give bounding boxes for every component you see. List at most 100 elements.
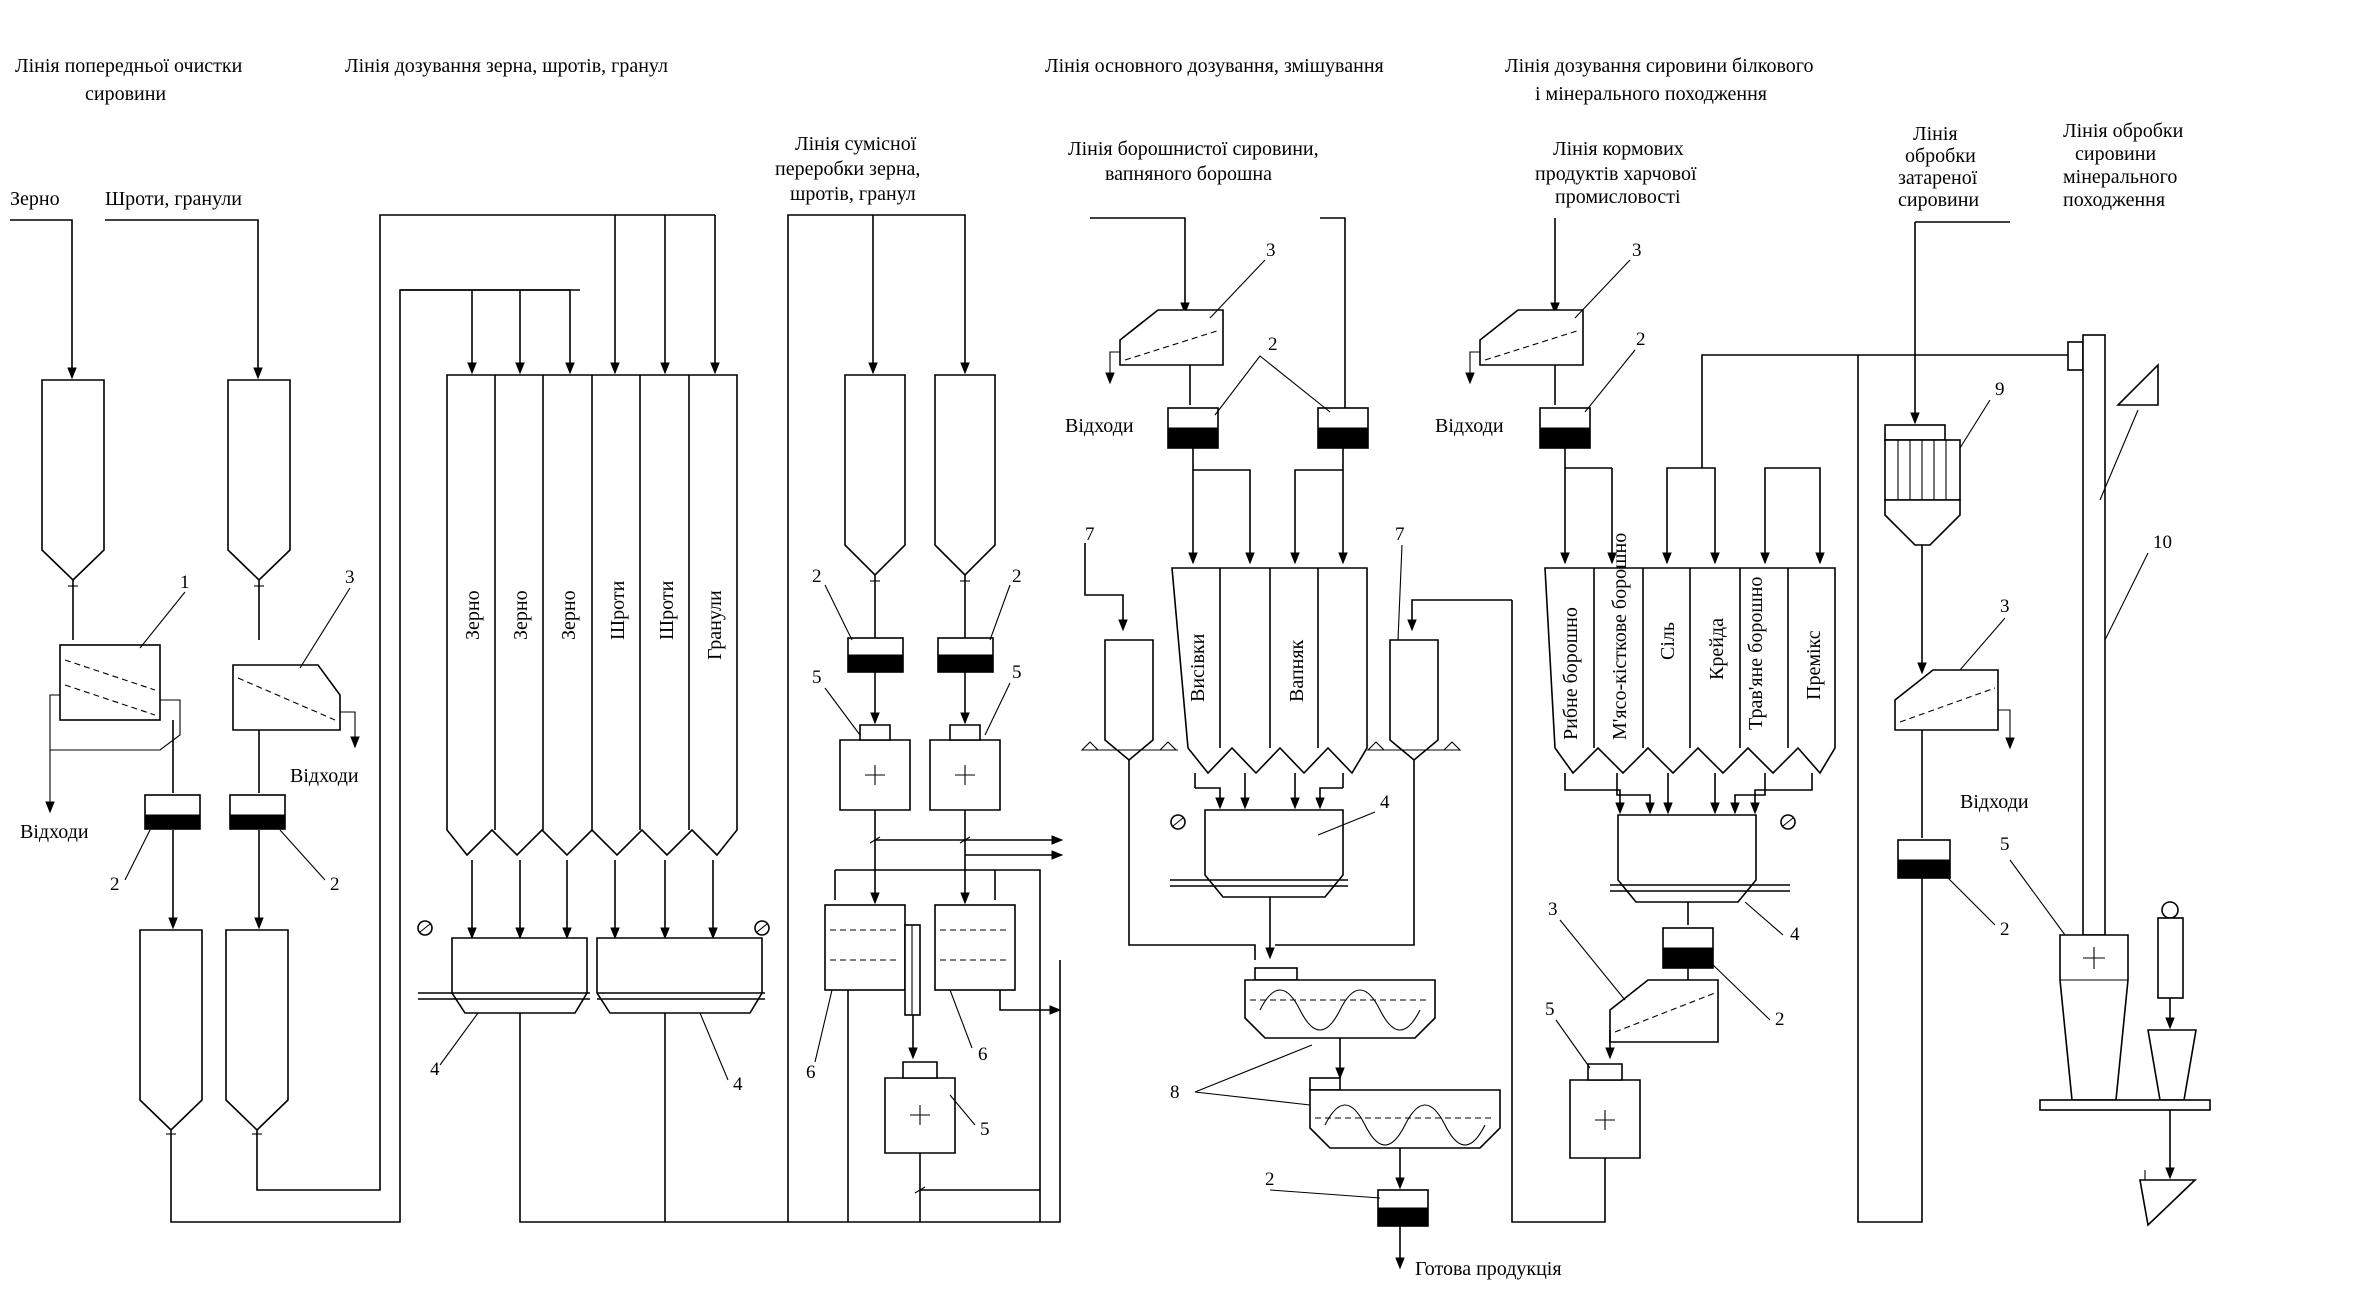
callout-5-b: 5 [1012, 662, 1022, 683]
header-food-industry-2: продуктів харчової [1535, 163, 1697, 185]
silo-lower-2 [225, 929, 289, 1132]
callout-3-flour: 3 [1266, 240, 1276, 261]
waste-label-4: Відходи [1435, 415, 1504, 437]
header-food-industry: Лінія кормових [1553, 138, 1684, 160]
doser-4-right [596, 937, 763, 1014]
header-pre-cleaning-2: сировини [85, 83, 166, 105]
header-joint-processing-3: шротів, гранул [790, 183, 916, 205]
bin-label-fish-meal: Рибне борошно [1560, 607, 1582, 740]
header-food-industry-3: промисловості [1555, 186, 1681, 208]
header-mineral: Лінія обробки [2063, 120, 2184, 142]
output-label: Готова продукція [1415, 1258, 1562, 1280]
side-silo-7-right [1389, 639, 1439, 762]
mixer-6-b [934, 904, 1016, 991]
header-protein-mineral: Лінія дозування сировини білкового [1505, 55, 1813, 77]
header-joint-processing: Лінія сумісної [795, 133, 917, 155]
waste-label-3: Відходи [1065, 415, 1134, 437]
doser-4-main [1204, 809, 1344, 898]
callout-2-a: 2 [110, 874, 120, 895]
mixer-6-a [824, 904, 906, 991]
bin-label-premix: Премікс [1803, 630, 1825, 700]
callout-2-b: 2 [330, 874, 340, 895]
joint-processing-line: 2 2 5 5 [787, 214, 1064, 1222]
header-mineral-3: мінерального [2063, 166, 2177, 188]
callout-9: 9 [1995, 379, 2005, 400]
header-protein-mineral-2: і мінерального походження [1535, 83, 1767, 105]
section-headers: Лінія попередньої очистки сировини Лінія… [15, 55, 2184, 211]
grain-bin-labels: Зерно Зерно Зерно Шроти Шроти Гранули [462, 580, 726, 660]
callout-2-f: 2 [1265, 1169, 1275, 1190]
silo-joint-1 [844, 374, 906, 577]
bin-label-grass-meal: Трав'яне борошно [1745, 577, 1767, 730]
waste-label-1: Відходи [20, 821, 89, 843]
callout-10: 10 [2153, 532, 2172, 553]
bin-label-bran: Висівки [1187, 633, 1209, 702]
callout-2-c: 2 [812, 566, 822, 587]
grain-dosing-line: Зерно Зерно Зерно Шроти Шроти Гранули 4 [400, 215, 1061, 1223]
callout-7-a: 7 [1085, 524, 1095, 545]
bin-label-grain-2: Зерно [510, 590, 532, 640]
header-main-dosing: Лінія основного дозування, змішування [1045, 55, 1384, 77]
bin-label-meat-bone-meal: М'ясо-кісткове борошно [1609, 533, 1631, 740]
silo-joint-2 [934, 374, 996, 577]
callout-2-g: 2 [1636, 329, 1646, 350]
silo-lower-1 [139, 929, 203, 1132]
callout-4-d: 4 [1790, 924, 1800, 945]
callout-4-c: 4 [1380, 792, 1390, 813]
callout-2-e: 2 [1268, 334, 1278, 355]
bin-label-grain-1: Зерно [462, 590, 484, 640]
separator-3-protein [1479, 309, 1584, 366]
header-mineral-4: походження [2063, 189, 2165, 211]
bin-label-limestone: Вапняк [1286, 639, 1308, 702]
separator-3-flour [1119, 309, 1224, 366]
bin-label-pellets: Гранули [704, 590, 726, 660]
callout-5-c: 5 [980, 1119, 990, 1140]
callout-3-lower: 3 [1548, 899, 1558, 920]
callout-6-a: 6 [806, 1062, 816, 1083]
bin-label-chalk: Крейда [1706, 618, 1728, 680]
callout-4-b: 4 [733, 1074, 743, 1095]
pre-cleaning-line: Зерно Шроти, гранули Відходи 1 Відходи 3 [10, 188, 715, 1223]
protein-mineral-line: Відходи 3 2 Рибне борошно М'ясо-кісткове… [1435, 218, 2081, 1223]
main-dosing-line: Відходи 3 2 Висівки Вапняк 7 [1065, 217, 1562, 1280]
callout-7-b: 7 [1395, 524, 1405, 545]
doser-4-protein [1617, 814, 1757, 903]
header-packed-2: обробки [1905, 145, 1976, 167]
callout-3-packed: 3 [2000, 596, 2010, 617]
waste-label-2: Відходи [290, 765, 359, 787]
callout-4-a: 4 [430, 1059, 440, 1080]
callout-8: 8 [1170, 1082, 1180, 1103]
callout-1: 1 [180, 572, 190, 593]
mineral-line: 10 5 [2000, 334, 2211, 1227]
separator-3-packed [1894, 669, 1999, 731]
header-mineral-2: сировини [2075, 143, 2156, 165]
elevator-10 [2082, 334, 2106, 936]
input-meal-label: Шроти, гранули [105, 188, 242, 210]
header-flour-raw-2: вапняного борошна [1105, 163, 1272, 185]
callout-3-left: 3 [345, 567, 355, 588]
callout-2-i: 2 [2000, 919, 2010, 940]
mixer-8-lower [1309, 1089, 1501, 1149]
header-dosing-grain: Лінія дозування зерна, шротів, гранул [345, 55, 668, 77]
bin-label-salt: Сіль [1657, 622, 1679, 660]
silo-meal-pre [227, 379, 291, 582]
input-grain-label: Зерно [10, 188, 60, 210]
waste-label-5: Відходи [1960, 791, 2029, 813]
separator-3-protein-lower [1609, 979, 1719, 1043]
doser-4-left [451, 937, 588, 1014]
header-packed: Лінія [1913, 123, 1958, 145]
bin-label-meal-2: Шроти [656, 580, 678, 640]
bin-label-grain-3: Зерно [558, 590, 580, 640]
header-pre-cleaning: Лінія попередньої очистки [15, 55, 243, 77]
header-packed-4: сировини [1898, 189, 1979, 211]
callout-6-b: 6 [978, 1044, 988, 1065]
callout-5-a: 5 [812, 667, 822, 688]
header-packed-3: затареної [1898, 167, 1978, 189]
callout-3-protein: 3 [1632, 240, 1642, 261]
packed-raw-line: 9 Відходи 3 2 [1857, 221, 2029, 1223]
callout-2-h: 2 [1775, 1009, 1785, 1030]
callout-5-e: 5 [2000, 834, 2010, 855]
callout-5-d: 5 [1545, 999, 1555, 1020]
callout-2-d: 2 [1012, 566, 1022, 587]
